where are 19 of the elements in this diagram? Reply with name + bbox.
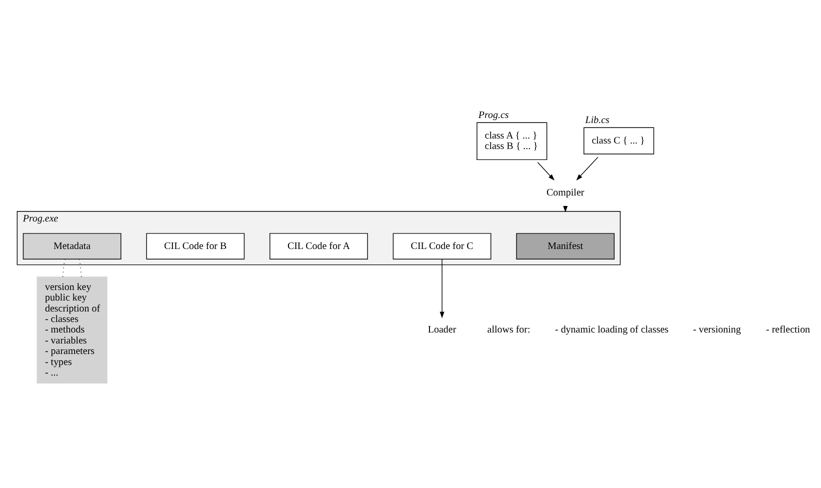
node-box: CIL Code for B <box>146 232 245 259</box>
node-label: Prog.cs <box>478 109 509 120</box>
label: - versioning <box>692 324 741 336</box>
node-text: Loader <box>428 324 456 336</box>
label: - dynamic loading of classes <box>555 324 669 336</box>
arrow <box>576 156 598 180</box>
label: - reflection <box>766 324 810 336</box>
arrow <box>537 162 555 180</box>
label: allows for: <box>487 324 530 336</box>
node-box: class C { ... } <box>584 126 654 154</box>
node-label: Lib.cs <box>585 114 610 126</box>
node-box: Metadata <box>22 232 122 259</box>
node-box: CIL Code for A <box>270 232 368 259</box>
node-box: version key public key description of - classes - methods - variables - parameters - types - ... <box>36 276 108 383</box>
node-box: CIL Code for C <box>392 232 492 259</box>
node-text: Compiler <box>546 186 584 198</box>
arrow <box>440 258 444 318</box>
node-box: class A { ... } class B { ... } <box>476 122 548 160</box>
node-box: Manifest <box>516 232 615 259</box>
